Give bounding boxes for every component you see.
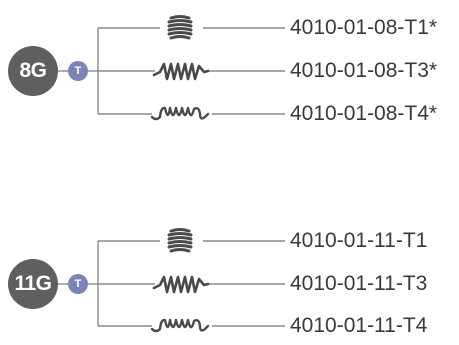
- connector-lines: [58, 240, 285, 327]
- variant-label: 4010-01-08-T3*: [290, 59, 438, 82]
- variant-label: 4010-01-11-T4: [290, 314, 428, 337]
- variant-label: 4010-01-08-T1*: [290, 16, 438, 39]
- type-badge: T: [68, 61, 88, 81]
- zigzag-coil-icon: [150, 269, 210, 299]
- loop-coil-icon: [150, 311, 210, 341]
- connector-lines: [58, 27, 285, 115]
- group-8g: 8G T 4010-01-08-T1* 4010-01-08-T3* 4010-…: [0, 0, 459, 130]
- gauge-badge: 11G: [8, 259, 58, 309]
- tight-coil-icon: [150, 226, 210, 256]
- zigzag-coil-icon: [150, 56, 210, 86]
- gauge-badge: 8G: [8, 46, 58, 96]
- group-11g: 11G T 4010-01-11-T1 4010-01-11-T3 4010-0…: [0, 215, 459, 345]
- variant-label: 4010-01-08-T4*: [290, 102, 438, 125]
- tight-coil-icon: [150, 13, 210, 43]
- variant-label: 4010-01-11-T3: [290, 272, 428, 295]
- variant-label: 4010-01-11-T1: [290, 229, 428, 252]
- type-badge: T: [68, 274, 88, 294]
- loop-coil-icon: [150, 99, 210, 129]
